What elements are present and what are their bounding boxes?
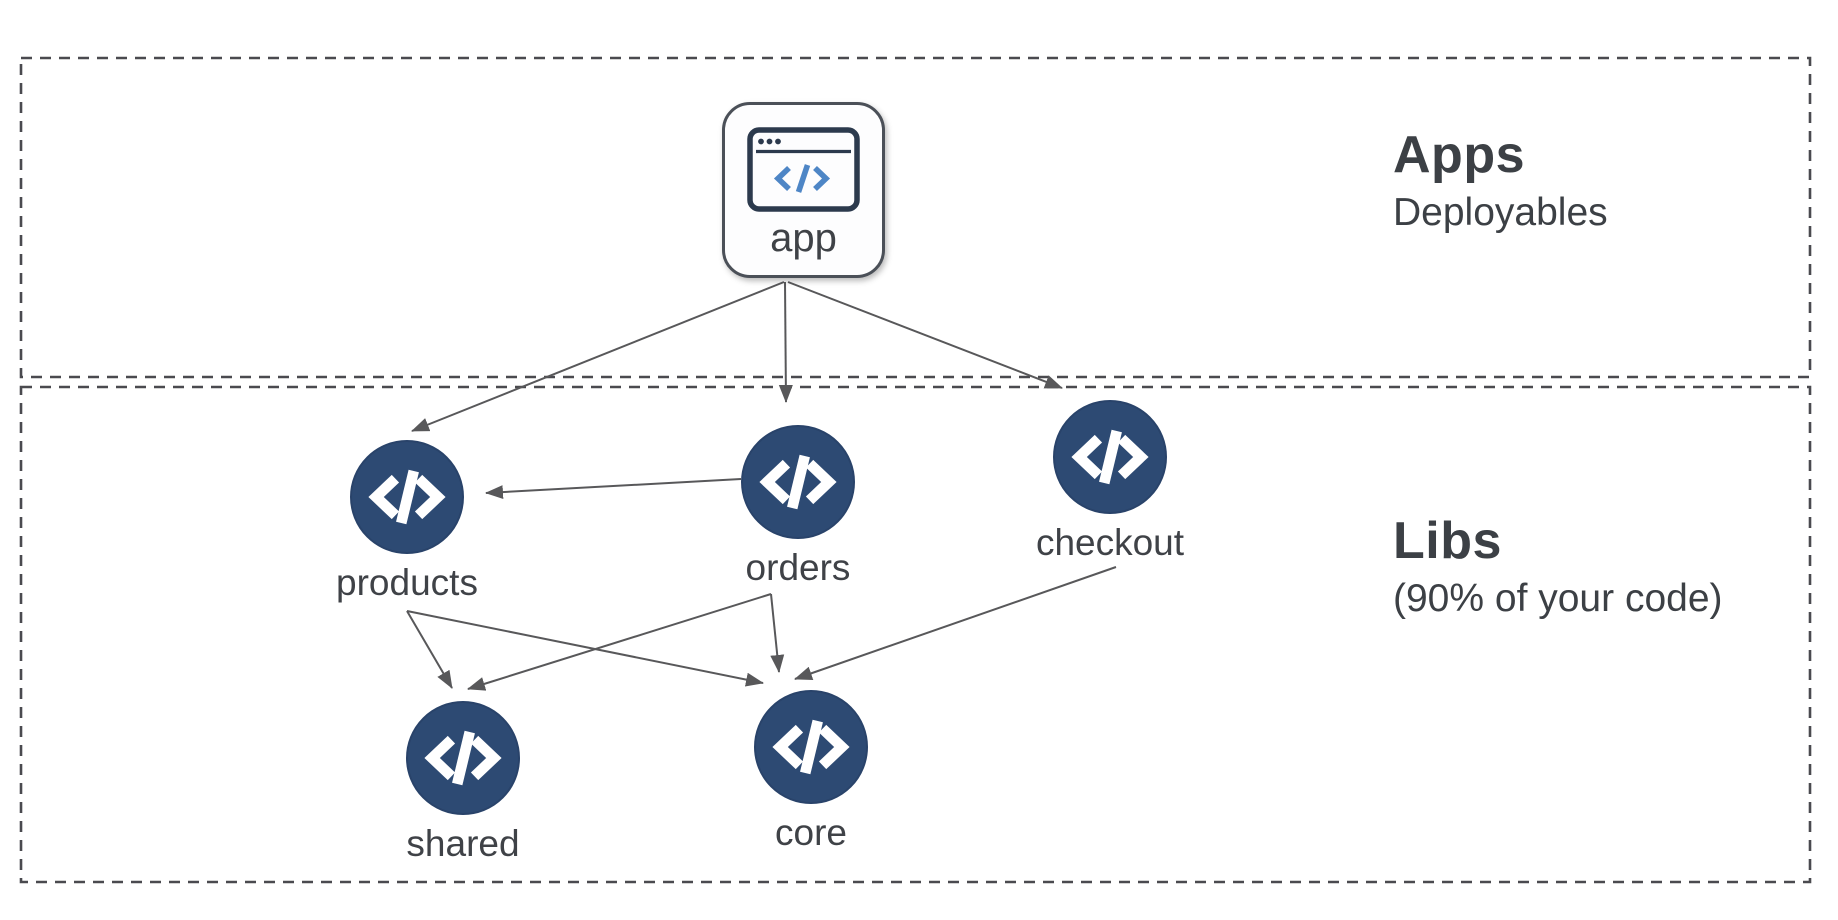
edge-orders-to-products — [485, 478, 742, 500]
edge-app-to-checkout — [787, 281, 1063, 389]
orders-circle — [741, 425, 855, 539]
section-libs-label: Libs (90% of your code) — [1393, 512, 1723, 623]
code-icon — [368, 469, 446, 525]
apps-subtitle: Deployables — [1393, 191, 1608, 235]
section-apps-label: Apps Deployables — [1393, 126, 1608, 237]
node-products-label: products — [336, 562, 478, 603]
browser-window-icon — [747, 127, 860, 212]
code-icon — [424, 730, 502, 786]
section-libs-border — [19, 385, 1812, 884]
apps-title: Apps — [1393, 126, 1525, 184]
node-checkout: checkout — [1020, 400, 1200, 564]
node-checkout-label: checkout — [1035, 522, 1185, 563]
libs-subtitle: (90% of your code) — [1393, 577, 1723, 621]
node-app: app — [722, 102, 885, 278]
checkout-circle — [1053, 400, 1167, 514]
node-orders: orders — [708, 425, 888, 589]
node-app-label: app — [770, 216, 837, 260]
code-icon — [1071, 429, 1149, 485]
node-orders-label: orders — [745, 547, 851, 588]
edge-app-to-products — [411, 281, 785, 432]
edge-orders-to-core — [770, 593, 785, 673]
node-core-label: core — [775, 812, 847, 853]
edge-products-to-shared — [406, 610, 453, 689]
edge-orders-to-shared — [467, 593, 772, 691]
shared-circle — [406, 701, 520, 815]
code-icon — [759, 454, 837, 510]
node-shared: shared — [373, 701, 553, 865]
products-circle — [350, 440, 464, 554]
node-products: products — [317, 440, 497, 604]
core-circle — [754, 690, 868, 804]
node-shared-label: shared — [406, 823, 520, 864]
edge-products-to-core — [406, 610, 764, 687]
code-icon — [772, 719, 850, 775]
node-core: core — [721, 690, 901, 854]
libs-title: Libs — [1393, 512, 1502, 570]
edge-app-to-orders — [778, 281, 793, 403]
